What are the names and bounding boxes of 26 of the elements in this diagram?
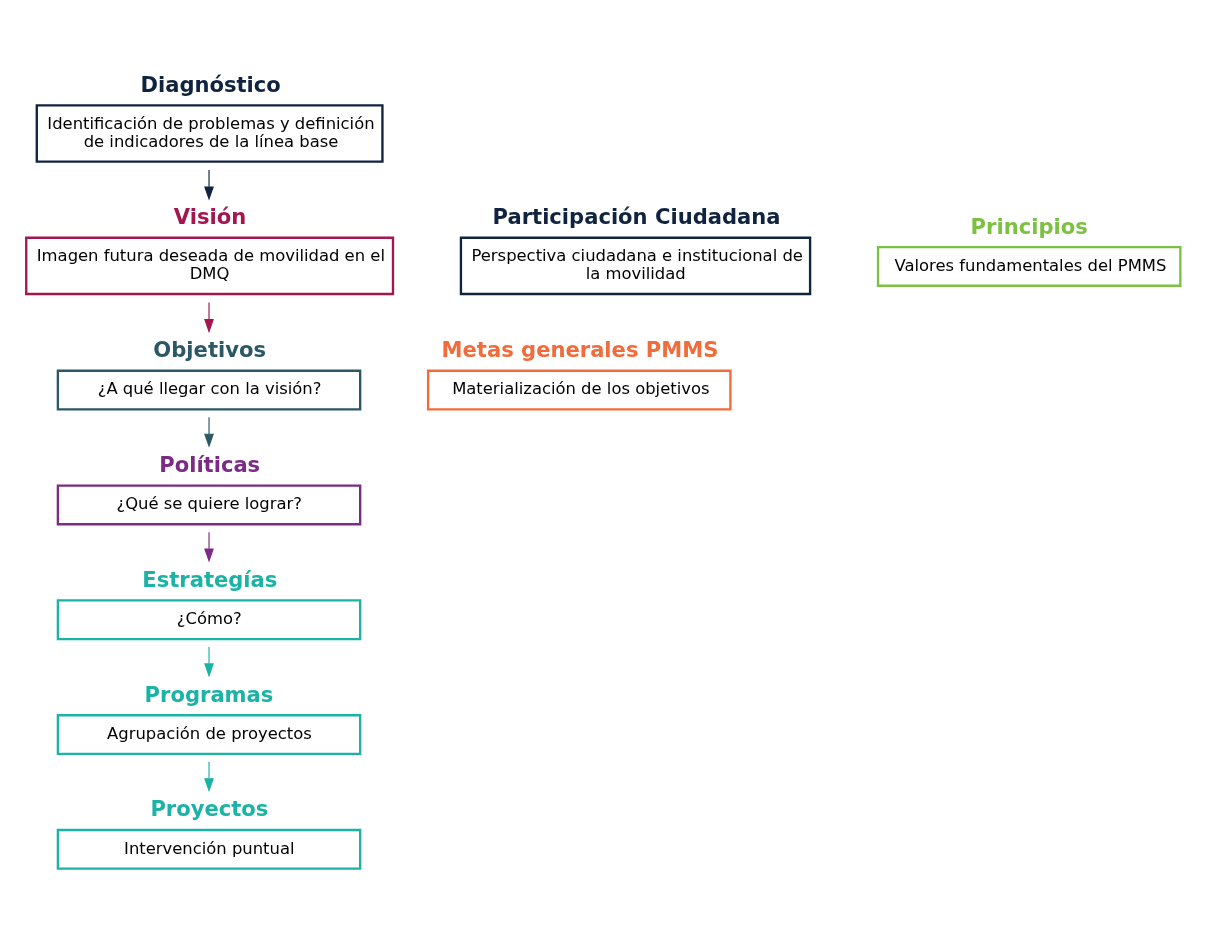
arrow [204, 168, 214, 200]
node-label: Visión [173, 203, 247, 229]
node-label: Principios [970, 213, 1088, 239]
node-box: Identificación de problemas y definición de indicadores de la línea base [35, 103, 384, 163]
node-box: Perspectiva ciudadana e institucional de la movilidad [459, 236, 812, 295]
node-label: Estrategías [142, 566, 278, 592]
node-label: Programas [144, 681, 274, 707]
arrow [204, 645, 214, 677]
node-label: Objetivos [153, 336, 266, 362]
node-label: Metas generales PMMS [441, 336, 719, 362]
arrow [204, 531, 214, 563]
node-label: Políticas [159, 451, 261, 477]
arrow [204, 301, 214, 333]
node-box: ¿Qué se quiere lograr? [56, 483, 362, 525]
node-box: ¿Cómo? [56, 598, 362, 640]
node-box: ¿A qué llegar con la visión? [56, 369, 362, 411]
node-label: Participación Ciudadana [492, 203, 781, 229]
node-label: Diagnóstico [140, 71, 281, 97]
node-label: Proyectos [150, 795, 269, 821]
node-box: Valores fundamentales del PMMS [876, 245, 1182, 287]
arrow [204, 760, 214, 792]
node-box: Intervención puntual [56, 828, 362, 870]
node-box: Agrupación de proyectos [56, 713, 362, 755]
arrow [204, 416, 214, 448]
node-box: Imagen futura deseada de movilidad en el DMQ [25, 236, 395, 295]
node-box: Materialización de los objetivos [426, 369, 732, 411]
